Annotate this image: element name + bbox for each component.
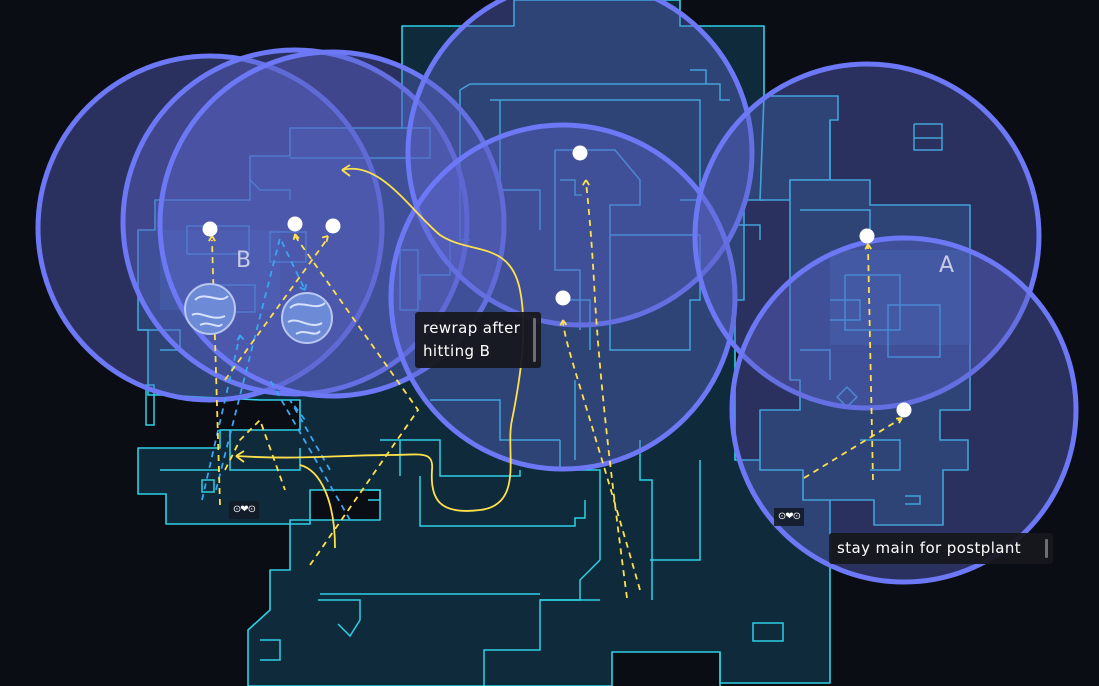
smoke-circle <box>405 0 755 328</box>
player-marker[interactable] <box>555 290 571 306</box>
player-marker[interactable] <box>202 221 218 237</box>
route-note[interactable]: rewrap after hitting B <box>415 312 541 368</box>
spawn-icon: ⊙❤⊙ <box>774 508 804 526</box>
spawn-icon: ⊙❤⊙ <box>229 501 259 519</box>
note-line: hitting B <box>423 342 491 360</box>
rewrap-route <box>235 167 525 512</box>
site-a-label: A <box>939 253 955 278</box>
player-routes-dashed <box>206 179 903 599</box>
utility-routes <box>201 235 351 521</box>
player-marker[interactable] <box>325 218 341 234</box>
orbs <box>184 283 333 344</box>
note-scrollbar[interactable] <box>533 318 536 362</box>
note-scrollbar[interactable] <box>1045 539 1048 558</box>
map-walls <box>138 69 943 686</box>
player-marker[interactable] <box>896 402 912 418</box>
player-routes <box>235 164 525 549</box>
site-b-label: B <box>236 248 252 273</box>
orb-icon <box>184 283 236 335</box>
player-marker[interactable] <box>859 228 875 244</box>
note-line: rewrap after <box>423 319 521 337</box>
player-marker[interactable] <box>287 216 303 232</box>
player-markers <box>202 145 912 418</box>
route-note[interactable]: stay main for postplant <box>829 533 1053 564</box>
orb-icon <box>281 292 333 344</box>
player-marker[interactable] <box>572 145 588 161</box>
note-line: stay main for postplant <box>837 539 1022 557</box>
